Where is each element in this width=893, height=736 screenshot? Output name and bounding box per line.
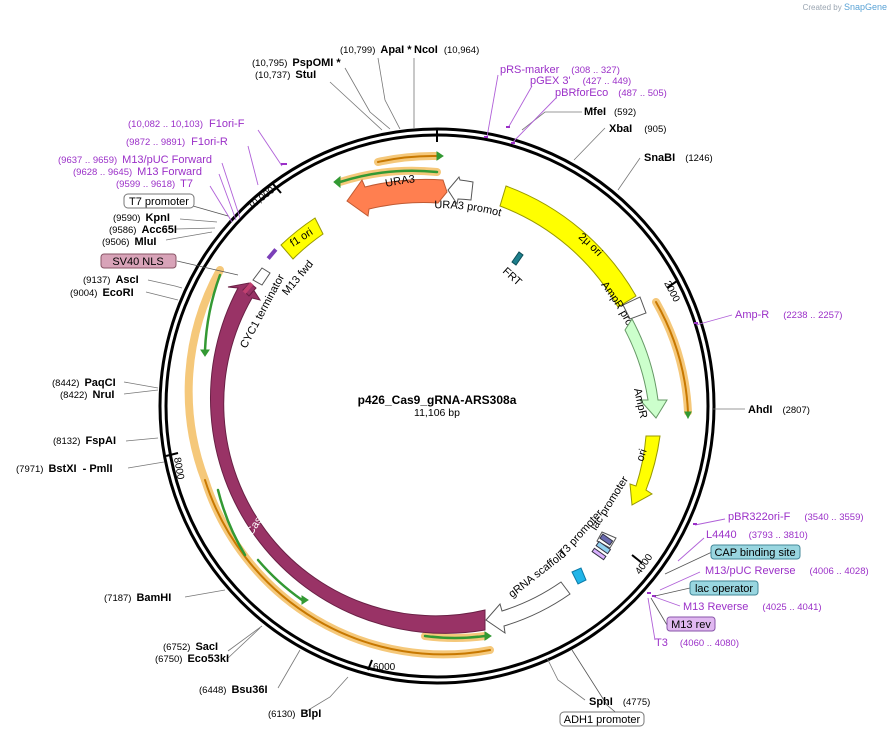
position-ticks [165,129,678,671]
feature-ori[interactable]: ori [629,435,661,506]
box-sv40-nls: SV40 NLS [100,253,177,269]
enzyme-saci: (6752)SacI [163,641,218,653]
feature-f1-ori[interactable]: f1 ori [280,217,324,260]
primer-m13-reverse: M13 Reverse(4025 .. 4041) [683,601,822,613]
primer-m13puc-forward: (9637 .. 9659)M13/pUC Forward [58,154,212,166]
enzyme-bstxi: (7971)BstXI- PmlI [16,463,113,475]
feature-frt-label: FRT [500,265,524,288]
snapgene-logo: SnapGene [843,2,887,12]
feature-misc-small [571,533,614,585]
primer-t3: T3(4060 .. 4080) [655,637,739,649]
feature-ori-label: ori [634,448,649,463]
primer-labels: (10,082 .. 10,103)F1ori-F (9872 .. 9891)… [58,64,869,649]
credit-prefix: Created by [802,3,842,12]
svg-text:M13 rev: M13 rev [671,619,711,631]
enzyme-fspai: (8132)FspAI [53,435,116,447]
feature-cas9[interactable]: Cas9 [209,282,486,634]
primer-prs-marker: pRS-marker(308 .. 327) [500,64,620,76]
plasmid-length: 11,106 bp [414,407,460,419]
primer-m13-forward: (9628 .. 9645)M13 Forward [73,166,202,178]
box-lac-operator: lac operator [689,580,759,596]
svg-text:URA3: URA3 [384,173,415,190]
enzyme-leaders [123,57,745,713]
feature-ura3[interactable]: URA3 [346,173,448,217]
primer-amp-r: Amp-R(2238 .. 2257) [735,309,842,321]
enzyme-nrui: (8422)NruI [60,389,114,401]
feature-ura3-label: URA3 [384,173,415,190]
enzyme-xbai: XbaI(905) [609,123,666,135]
enzyme-ncoi: NcoI(10,964) [414,44,479,56]
enzyme-asci: (9137)AscI [83,274,139,286]
enzyme-ecori: (9004)EcoRI [70,287,134,299]
cyc1-site-marker [242,282,254,294]
primer-pgex3: pGEX 3'(427 .. 449) [530,75,631,87]
primer-marks [281,126,698,597]
svg-text:lac operator: lac operator [695,583,753,595]
primer-f1ori-r: (9872 .. 9891)F1ori-R [126,136,228,148]
enzyme-bamhi: (7187)BamHI [104,592,171,604]
enzyme-sphi: SphI(4775) [589,696,650,708]
svg-text:ADH1 promoter: ADH1 promoter [564,714,641,726]
enzyme-eco53ki: (6750)Eco53kI [155,653,229,665]
enzyme-paqci: (8442)PaqCI [52,377,116,389]
enzyme-kpni: (9590)KpnI [113,212,170,224]
enzyme-ahdi: AhdI(2807) [748,404,810,416]
primer-m13puc-reverse: M13/pUC Reverse(4006 .. 4028) [705,565,869,577]
feature-2mu-ori[interactable]: 2μ ori [499,185,637,308]
primer-leaders [209,74,733,641]
feature-frt[interactable]: FRT [500,251,524,289]
enzyme-acc65i: (9586)Acc65I [109,224,177,236]
primer-l4440: L4440(3793 .. 3810) [706,529,808,541]
svg-text:T7 promoter: T7 promoter [129,196,189,208]
primer-pbr322ori-f: pBR322ori-F(3540 .. 3559) [728,511,864,523]
orf-arrows [184,151,692,659]
tick-6000: 6000 [373,662,396,673]
feature-ampr[interactable]: AmpR [624,318,668,420]
enzyme-stui: (10,737)StuI [255,69,316,81]
enzyme-apai: (10,799)ApaI * [340,44,412,56]
enzyme-snabi: SnaBI(1246) [644,152,713,164]
orf-arrowheads [200,151,692,641]
box-adh1-promoter: ADH1 promoter [559,711,645,727]
box-t7-promoter: T7 promoter [123,193,195,209]
primer-f1ori-f: (10,082 .. 10,103)F1ori-F [128,118,245,130]
primer-t7: (9599 .. 9618)T7 [116,178,193,190]
enzyme-bsu36i: (6448)Bsu36I [199,684,268,696]
plasmid-name: p426_Cas9_gRNA-ARS308a [358,393,517,407]
tick-8000: 8000 [171,457,186,481]
enzyme-labels: (10,799)ApaI * (10,795)PspOMI * (10,737)… [16,44,810,720]
feature-grna-scaffold[interactable]: gRNA scaffold [485,548,571,635]
tick-10000: 10,000 [246,185,277,213]
enzyme-blpi: (6130)BlpI [268,708,321,720]
enzyme-psppomi: (10,795)PspOMI * [252,57,341,69]
box-cap-binding-site: CAP binding site [710,544,801,560]
boxed-labels: T7 promoter SV40 NLS CAP binding site la… [100,193,801,727]
box-m13-rev: M13 rev [666,616,716,632]
svg-text:CAP binding site: CAP binding site [714,547,795,559]
primer-site-marker [266,248,278,260]
enzyme-mfei: MfeI(592) [584,106,636,118]
enzyme-mlui: (9506)MluI [102,236,156,248]
svg-text:SV40 NLS: SV40 NLS [112,256,163,268]
snapgene-credit: Created by SnapGene [803,2,887,12]
primer-pbrforeco: pBRforEco(487 .. 505) [555,87,667,99]
